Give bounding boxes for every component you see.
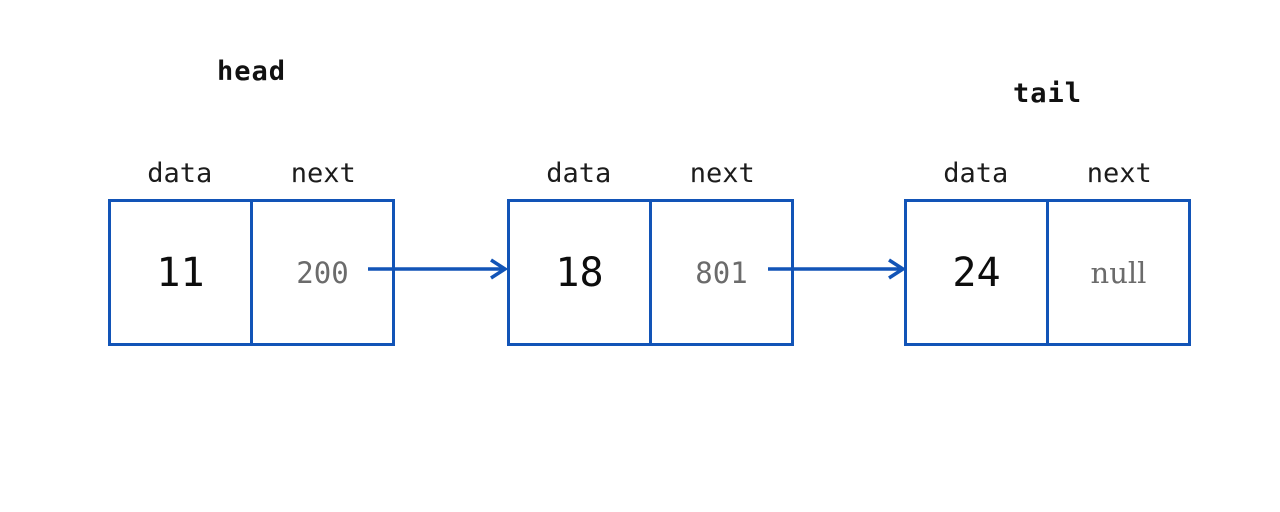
list-node-1: data next 11 200	[108, 158, 395, 346]
next-field-label: next	[689, 158, 755, 189]
data-field-label: data	[546, 158, 612, 189]
node-1-box: 11 200	[108, 199, 395, 346]
node-2-data-cell: 18	[510, 202, 652, 343]
node-1-field-labels: data next	[108, 158, 395, 191]
node-1-data-cell: 11	[111, 202, 253, 343]
node-2-next-cell: 801	[652, 202, 791, 343]
next-pointer-arrow-1	[368, 258, 509, 280]
node-1-next-value: 200	[296, 255, 349, 290]
data-field-label: data	[943, 158, 1009, 189]
list-node-3: data next 24 null	[904, 158, 1191, 346]
node-3-data-value: 24	[952, 249, 1001, 296]
node-2-next-value: 801	[695, 255, 748, 290]
node-1-data-value: 11	[156, 249, 205, 296]
node-3-data-cell: 24	[907, 202, 1049, 343]
node-3-next-cell: null	[1049, 202, 1188, 343]
head-pointer-label: head	[216, 56, 287, 87]
node-2-data-value: 18	[555, 249, 604, 296]
node-3-box: 24 null	[904, 199, 1191, 346]
node-1-next-cell: 200	[253, 202, 392, 343]
node-2-field-labels: data next	[507, 158, 794, 191]
data-field-label: data	[147, 158, 213, 189]
next-field-label: next	[290, 158, 356, 189]
list-node-2: data next 18 801	[507, 158, 794, 346]
next-pointer-arrow-2	[768, 258, 907, 280]
node-2-box: 18 801	[507, 199, 794, 346]
node-3-next-value: null	[1090, 255, 1147, 290]
tail-pointer-label: tail	[1012, 78, 1083, 109]
next-field-label: next	[1086, 158, 1152, 189]
node-3-field-labels: data next	[904, 158, 1191, 191]
